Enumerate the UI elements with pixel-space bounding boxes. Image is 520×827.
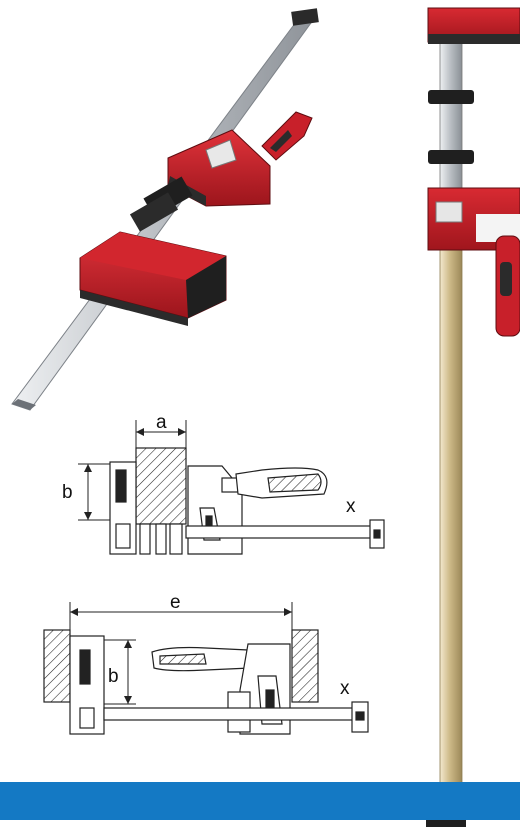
sliding-stops [129, 176, 193, 232]
handle-profile [235, 467, 328, 499]
workpiece-left [43, 629, 71, 703]
dimension-b-2-label: b [108, 666, 119, 687]
dimension-e-label: e [170, 592, 181, 613]
dimension-b [78, 463, 110, 521]
dimension-a-label: a [156, 412, 167, 433]
dimension-b-label: b [62, 482, 73, 503]
workpiece-right [291, 629, 319, 703]
clamp-handle [261, 111, 313, 161]
rail-profile-2 [103, 701, 369, 733]
dimension-b-2 [104, 639, 136, 705]
dimension-x-2-label: x [340, 678, 350, 699]
dimension-x-label: x [346, 496, 356, 517]
top-jaw [427, 7, 520, 44]
reversed-fixed-jaw [69, 635, 105, 735]
footer-band [0, 782, 520, 820]
workpiece [135, 447, 187, 525]
rail-stops [428, 90, 474, 164]
lower-jaw [427, 187, 520, 251]
rail-end-cap [291, 8, 319, 26]
fixed-jaw-profile [109, 461, 183, 555]
dimension-e [69, 602, 293, 636]
vertical-clamp-handle [495, 235, 520, 337]
handle-profile-2 [151, 646, 251, 672]
rail-profile [185, 519, 385, 549]
dimension-a [135, 420, 187, 448]
fixed-jaw [79, 231, 227, 326]
